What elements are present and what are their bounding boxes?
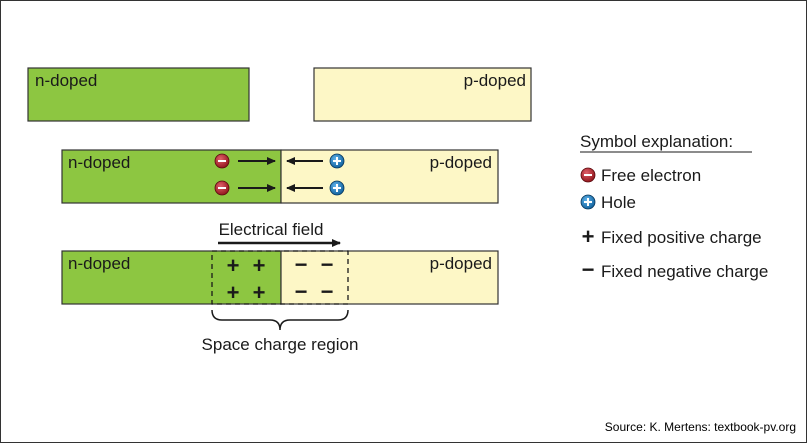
free-electron-icon: [214, 153, 230, 169]
p-doped-block: [280, 250, 499, 305]
legend-title: Symbol explanation:: [580, 132, 733, 151]
p-doped-label: p-doped: [430, 153, 492, 172]
hole-icon: [329, 153, 345, 169]
legend-positive-charge-label: Fixed positive charge: [601, 228, 762, 247]
bottom-row: Electrical field n-doped p-doped + + + +…: [61, 220, 499, 354]
legend-hole-label: Hole: [601, 193, 636, 212]
middle-row: n-doped p-doped: [61, 149, 499, 204]
space-charge-region-label: Space charge region: [202, 335, 359, 354]
p-doped-block: [313, 67, 532, 122]
negative-charge-icon: −: [321, 279, 334, 304]
space-charge-brace: [211, 309, 349, 331]
source-credit: Source: K. Mertens: textbook-pv.org: [605, 420, 796, 434]
electrical-field-label: Electrical field: [219, 220, 324, 239]
n-doped-label: n-doped: [35, 71, 97, 90]
positive-charge-icon: +: [253, 280, 266, 305]
legend-free-electron-label: Free electron: [601, 166, 701, 185]
free-electron-icon: [214, 180, 230, 196]
p-doped-block: [280, 149, 499, 204]
n-doped-label: n-doped: [68, 153, 130, 172]
p-doped-label: p-doped: [464, 71, 526, 90]
legend: Symbol explanation: Free electron Hole +…: [580, 132, 768, 282]
n-doped-block: [61, 250, 282, 305]
positive-charge-icon: +: [227, 280, 240, 305]
p-doped-label: p-doped: [430, 254, 492, 273]
n-doped-label: n-doped: [68, 254, 130, 273]
free-electron-icon: [580, 167, 596, 183]
positive-charge-icon: +: [582, 224, 595, 249]
negative-charge-icon: −: [582, 257, 595, 282]
top-row: n-doped p-doped: [27, 67, 532, 122]
positive-charge-icon: +: [227, 253, 240, 278]
legend-negative-charge-label: Fixed negative charge: [601, 262, 768, 281]
positive-charge-icon: +: [253, 253, 266, 278]
n-doped-block: [27, 67, 250, 122]
n-doped-block: [61, 149, 282, 204]
space-charge-region-box: [211, 250, 349, 305]
negative-charge-icon: −: [295, 279, 308, 304]
hole-icon: [329, 180, 345, 196]
negative-charge-icon: −: [321, 252, 334, 277]
hole-icon: [580, 194, 596, 210]
negative-charge-icon: −: [295, 252, 308, 277]
